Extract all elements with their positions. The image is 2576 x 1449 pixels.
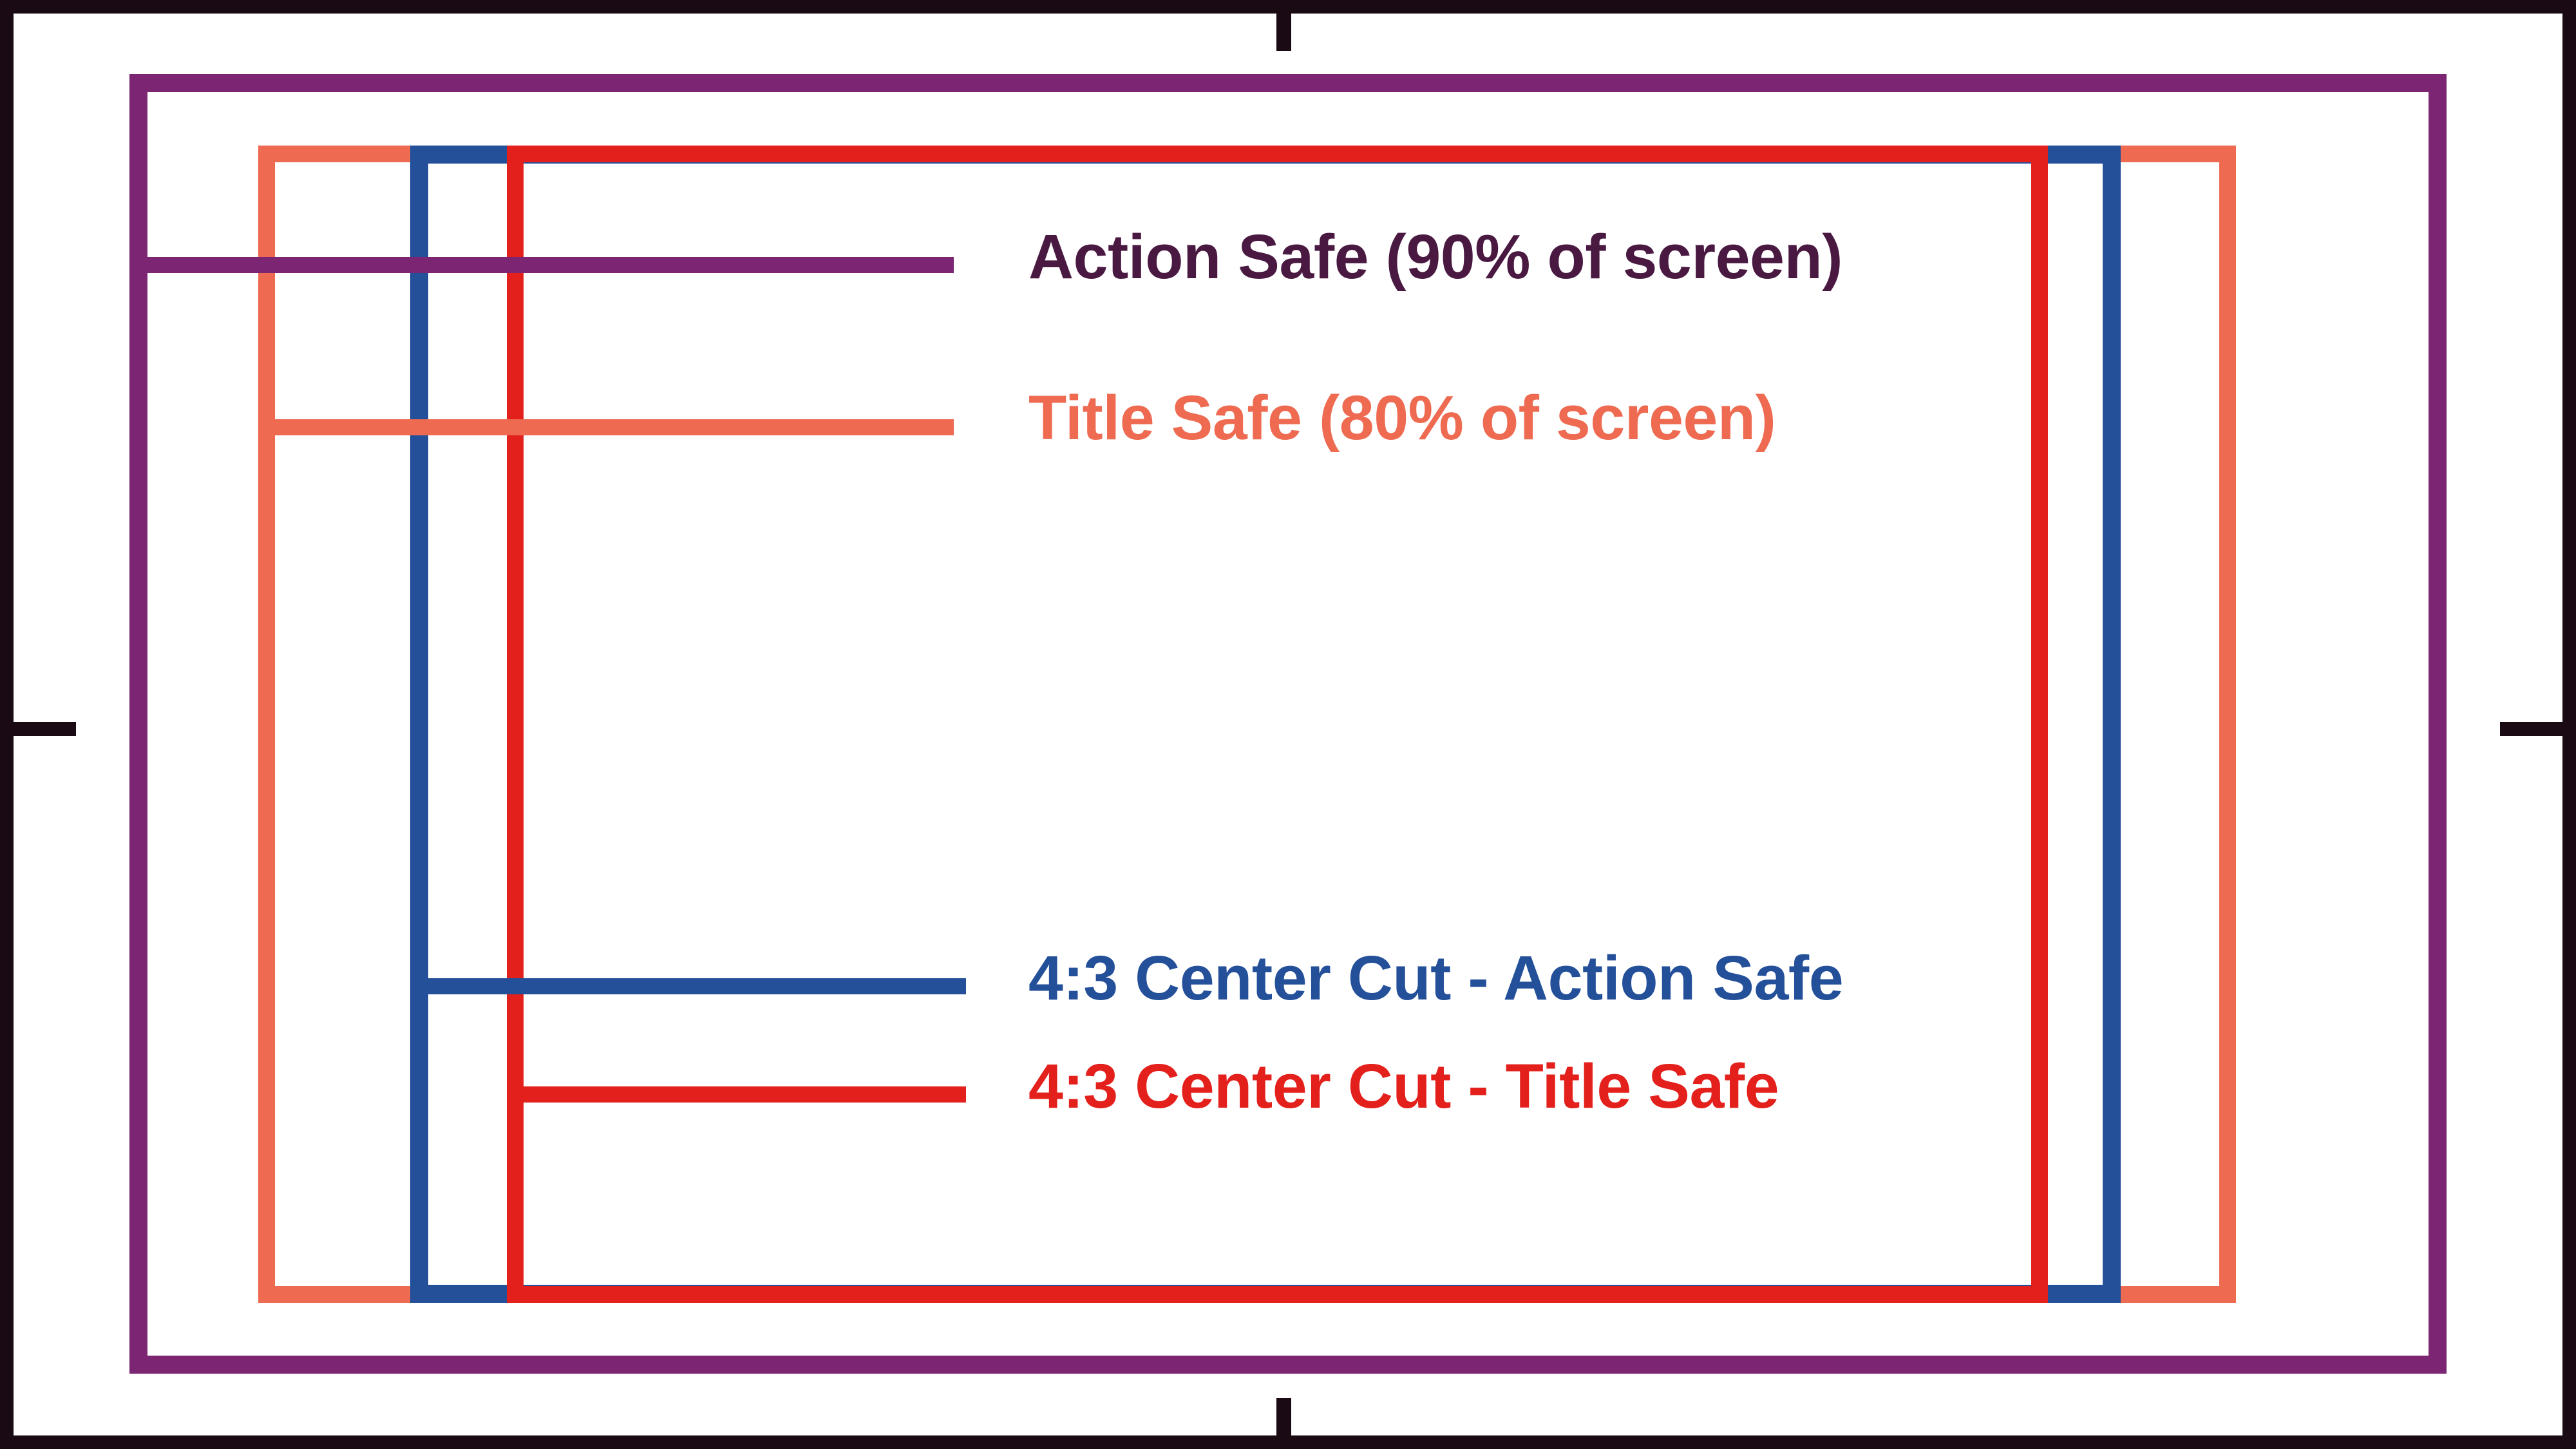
title-safe-label: Title Safe (80% of screen)	[1028, 383, 1776, 453]
action-safe-boundary	[129, 74, 2447, 1374]
crop-mark-top-icon	[1276, 14, 1291, 51]
center-cut-title-safe-boundary	[507, 146, 2048, 1303]
bleed-frame-right	[2562, 0, 2576, 1449]
bleed-frame-left	[0, 0, 14, 1449]
center-cut-title-safe-leader-line	[507, 1086, 966, 1103]
action-safe-leader-line	[129, 257, 954, 273]
bleed-frame-bottom	[0, 1435, 2576, 1449]
center-cut-title-safe-label: 4:3 Center Cut - Title Safe	[1028, 1051, 1779, 1121]
bleed-frame-top	[0, 0, 2576, 14]
title-safe-leader-line	[258, 419, 954, 435]
center-cut-action-safe-leader-line	[410, 978, 966, 994]
crop-mark-left-icon	[14, 722, 76, 736]
action-safe-label: Action Safe (90% of screen)	[1028, 222, 1843, 292]
center-cut-action-safe-label: 4:3 Center Cut - Action Safe	[1028, 943, 1844, 1013]
crop-mark-bottom-icon	[1276, 1398, 1291, 1435]
crop-mark-right-icon	[2500, 722, 2562, 736]
